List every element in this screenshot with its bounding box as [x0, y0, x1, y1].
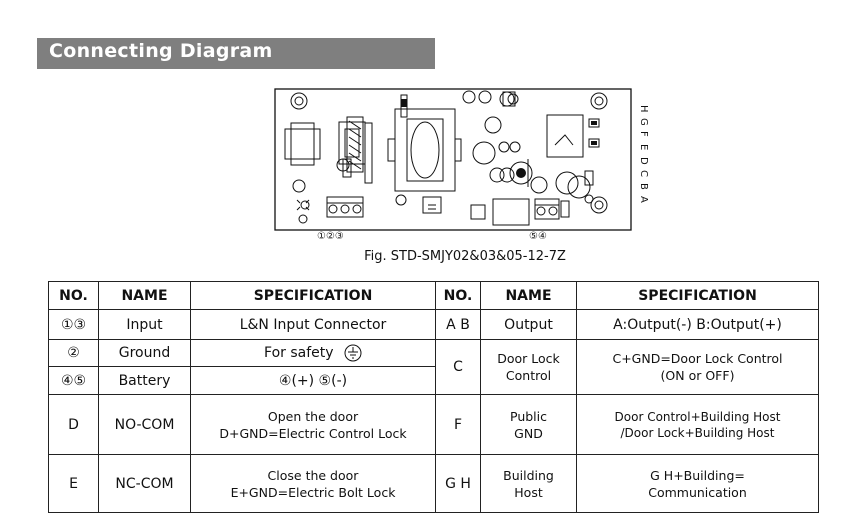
cell-spec-line: Door Control+Building Host — [614, 409, 781, 424]
cell-name-line: Control — [505, 368, 552, 383]
cell-spec: C+GND=Door Lock Control (ON or OFF) — [576, 339, 819, 395]
header-cell: NO. — [435, 281, 481, 310]
cell-name: Battery — [98, 366, 191, 395]
section-banner: Connecting Diagram — [37, 38, 435, 69]
terminal-letter: E — [638, 144, 649, 150]
battery-pin-labels: ⑤④ — [529, 231, 547, 242]
heatsink — [346, 116, 364, 173]
cell-name-line: Door Lock — [497, 351, 560, 366]
cell-no: C — [435, 339, 481, 395]
cell-spec-line: C+GND=Door Lock Control — [612, 351, 783, 366]
cell-name: Input — [98, 309, 191, 340]
input-transformer — [284, 128, 321, 160]
cell-spec-text: For safety — [264, 345, 334, 361]
pcb-outline — [274, 88, 632, 231]
cell-name-line: Public — [510, 408, 547, 424]
cell-spec: Open the door D+GND=Electric Control Loc… — [190, 394, 436, 455]
cell-name: NO-COM — [98, 394, 191, 455]
section-title: Connecting Diagram — [49, 40, 273, 62]
cell-no: G H — [435, 454, 481, 513]
cell-name-line: Building — [503, 467, 554, 483]
cell-spec-ground: For safety — [190, 339, 436, 367]
cell-no: F — [435, 394, 481, 455]
terminal-letter: B — [638, 183, 649, 190]
side-terminal-letters: H G F E D C B A — [638, 105, 649, 203]
cell-name: Building Host — [480, 454, 577, 513]
terminal-letter: H — [638, 105, 649, 113]
cell-spec-line: E+GND=Electric Bolt Lock — [230, 484, 396, 500]
cell-name: NC-COM — [98, 454, 191, 513]
cell-spec-line: (ON or OFF) — [660, 368, 735, 383]
mount-hole — [590, 196, 608, 214]
cell-name: Output — [480, 309, 577, 340]
header-cell: NO. — [48, 281, 99, 310]
relay — [546, 114, 584, 158]
cell-spec: A:Output(-) B:Output(+) — [576, 309, 819, 340]
input-pin-labels: ①②③ — [317, 231, 344, 242]
cell-spec: L&N Input Connector — [190, 309, 436, 340]
cell-name: Ground — [98, 339, 191, 367]
cell-no: ④⑤ — [48, 366, 99, 395]
terminal-letter: C — [638, 170, 649, 177]
cell-no: D — [48, 394, 99, 455]
cell-spec-line: Communication — [648, 484, 747, 500]
cell-no: E — [48, 454, 99, 513]
cell-spec: ④(+) ⑤(-) — [190, 366, 436, 395]
ground-icon — [344, 344, 362, 362]
cell-spec: Door Control+Building Host /Door Lock+Bu… — [576, 394, 819, 455]
header-cell: SPECIFICATION — [190, 281, 436, 310]
header-cell: NAME — [98, 281, 191, 310]
terminal-letter: A — [638, 196, 649, 203]
cell-spec-line: G H+Building= — [650, 467, 745, 483]
header-cell: NAME — [480, 281, 577, 310]
header-cell: SPECIFICATION — [576, 281, 819, 310]
cell-no: ② — [48, 339, 99, 367]
pcb-diagram: ①②③ ⑤④ H G F E D C B A — [274, 88, 649, 242]
cell-spec: G H+Building= Communication — [576, 454, 819, 513]
table-row: E NC-COM Close the door E+GND=Electric B… — [48, 454, 819, 513]
cell-spec-line: /Door Lock+Building Host — [620, 425, 775, 440]
terminal-letter: D — [638, 157, 649, 165]
table-header-row: NO. NAME SPECIFICATION NO. NAME SPECIFIC… — [48, 281, 819, 310]
table-row: ② Ground For safety C Door Lock Control … — [48, 339, 819, 395]
mount-hole — [590, 92, 608, 110]
cell-spec: Close the door E+GND=Electric Bolt Lock — [190, 454, 436, 513]
table-row: D NO-COM Open the door D+GND=Electric Co… — [48, 394, 819, 455]
table-row: ①③ Input L&N Input Connector A B Output … — [48, 309, 819, 340]
spec-table: NO. NAME SPECIFICATION NO. NAME SPECIFIC… — [48, 281, 819, 513]
cell-spec-line: Open the door — [267, 408, 359, 424]
mount-hole — [290, 92, 308, 110]
cell-name: Public GND — [480, 394, 577, 455]
cell-name-line: GND — [514, 425, 543, 441]
cell-no: ①③ — [48, 309, 99, 340]
terminal-letter: G — [638, 118, 649, 126]
cell-name: Door Lock Control — [480, 339, 577, 395]
cell-name-line: Host — [514, 484, 543, 500]
cell-spec-line: Close the door — [267, 467, 359, 483]
terminal-letter: F — [638, 131, 649, 137]
figure-caption: Fig. STD-SMJY02&03&05-12-7Z — [364, 249, 566, 264]
cell-spec-line: D+GND=Electric Control Lock — [219, 425, 407, 441]
cell-no: A B — [435, 309, 481, 340]
